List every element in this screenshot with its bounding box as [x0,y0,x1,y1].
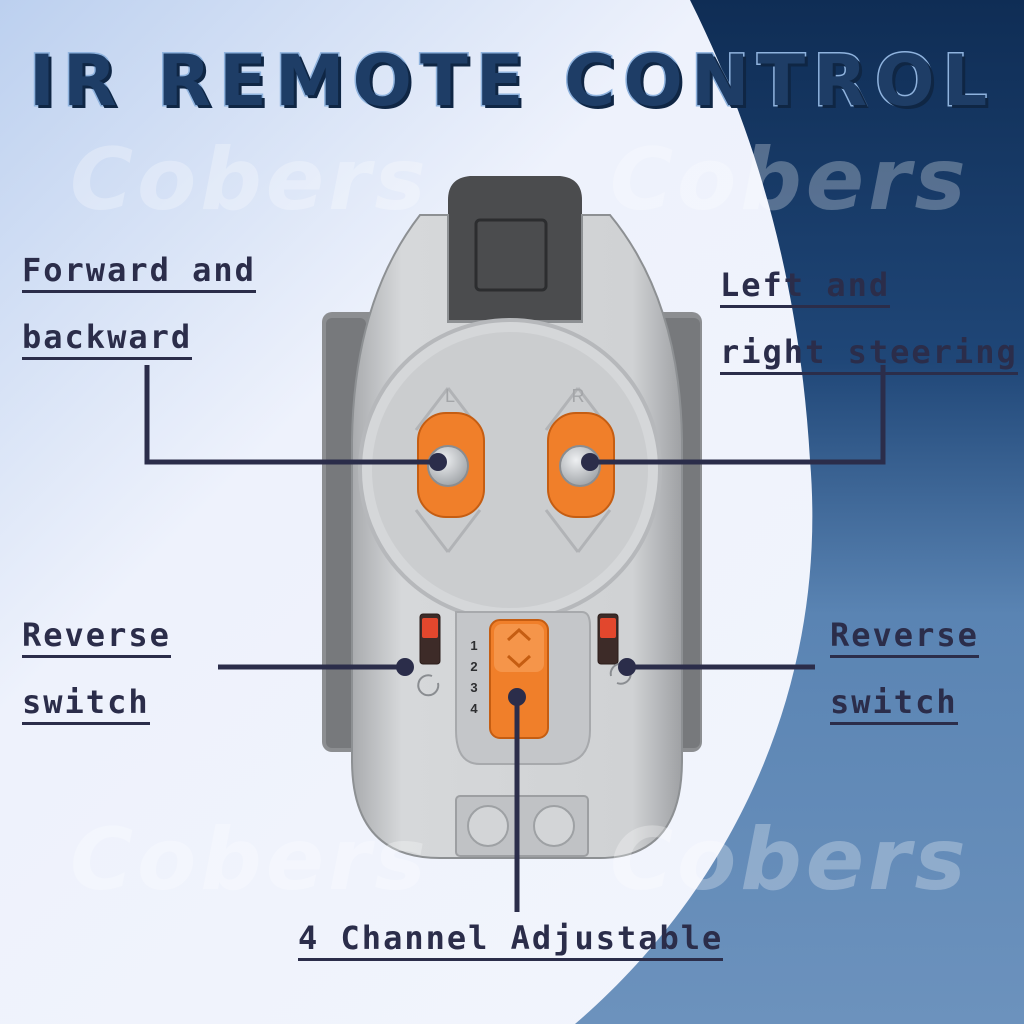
watermark: Cobers [70,810,430,910]
steer-label: Left and right steering [720,265,1018,399]
watermark: Cobers [70,130,430,230]
chevron-down-icon [506,654,532,669]
reverse-left-label-line2: switch [22,682,150,725]
rotate-icon [417,674,440,697]
background-curve [575,0,1024,1024]
channel-callout-dot [508,688,526,706]
channel-label: 4 Channel Adjustable [298,918,724,985]
stud [467,805,509,847]
reverse-left-label: Reverse switch [22,615,171,749]
stud [533,805,575,847]
channel-2: 2 [470,659,477,674]
forward-label-line2: backward [22,317,193,360]
reverse-left-label-line1: Reverse [22,615,171,658]
page-title: IR REMOTE CONTROL [27,39,996,124]
watermark: Cobers [610,130,970,230]
channel-1: 1 [470,638,477,653]
watermark: Cobers [610,810,970,910]
left-lever-guides [414,387,482,553]
steer-label-line1: Left and [720,265,891,308]
forward-callout-line [144,365,438,465]
control-dial-inner [372,332,648,608]
reverse-right-label-line2: switch [830,682,958,725]
channel-selector-cap [494,624,544,672]
reverse-right-label-line1: Reverse [830,615,979,658]
steer-callout-line [590,365,886,465]
channel-label-text: 4 Channel Adjustable [298,918,724,961]
reverse-left-callout-dot [396,658,414,676]
channel-4: 4 [470,701,478,716]
forward-callout-dot [429,453,447,471]
forward-label-line1: Forward and [22,250,256,293]
channel-3: 3 [470,680,477,695]
ir-window [474,218,548,292]
steer-callout-dot [581,453,599,471]
left-mark: L [445,386,455,406]
steer-label-line2: right steering [720,332,1018,375]
reverse-switch-right-toggle [600,618,616,638]
reverse-switch-left-toggle [422,618,438,638]
reverse-right-label: Reverse switch [830,615,979,749]
reverse-right-callout-dot [618,658,636,676]
forward-label: Forward and backward [22,250,256,384]
ir-emitter [448,176,582,320]
right-lever-guides [544,387,612,553]
right-mark: R [572,386,585,406]
chevron-up-icon [506,627,532,642]
